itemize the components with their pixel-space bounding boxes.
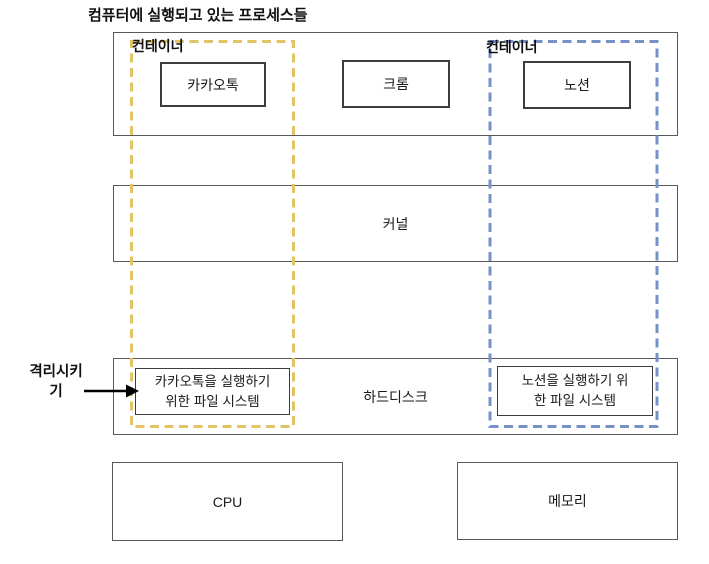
kakaotalk-app-box: 카카오톡: [160, 62, 266, 107]
harddisk-box: 하드디스크: [113, 358, 678, 435]
cpu-label: CPU: [212, 493, 243, 510]
notion-filesystem-label: 노션을 실행하기 위 한 파일 시스템: [521, 373, 629, 408]
kakaotalk-filesystem-label: 카카오톡을 실행하기 위한 파일 시스템: [154, 373, 271, 409]
cpu-box: CPU: [112, 462, 343, 541]
notion-filesystem-box: 노션을 실행하기 위 한 파일 시스템: [497, 366, 653, 416]
notion-app-label: 노션: [564, 77, 590, 93]
memory-box: 메모리: [457, 462, 678, 540]
processes-box: [113, 32, 678, 136]
chrome-app-box: 크롬: [342, 60, 450, 108]
notion-app-box: 노션: [523, 61, 631, 109]
kernel-box: 커널: [113, 185, 678, 262]
chrome-app-label: 크롬: [383, 76, 409, 92]
harddisk-label: 하드디스크: [363, 388, 428, 405]
kernel-label: 커널: [382, 215, 409, 232]
container1-label: 컨테이너: [132, 38, 184, 54]
diagram-title: 컴퓨터에 실행되고 있는 프로세스들: [88, 7, 308, 24]
memory-label: 메모리: [548, 493, 587, 509]
container2-label: 컨테이너: [486, 39, 538, 55]
isolate-annotation-label: 격리시키 기: [29, 364, 83, 401]
kakaotalk-filesystem-box: 카카오톡을 실행하기 위한 파일 시스템: [135, 368, 290, 415]
kakaotalk-app-label: 카카오톡: [187, 76, 239, 93]
